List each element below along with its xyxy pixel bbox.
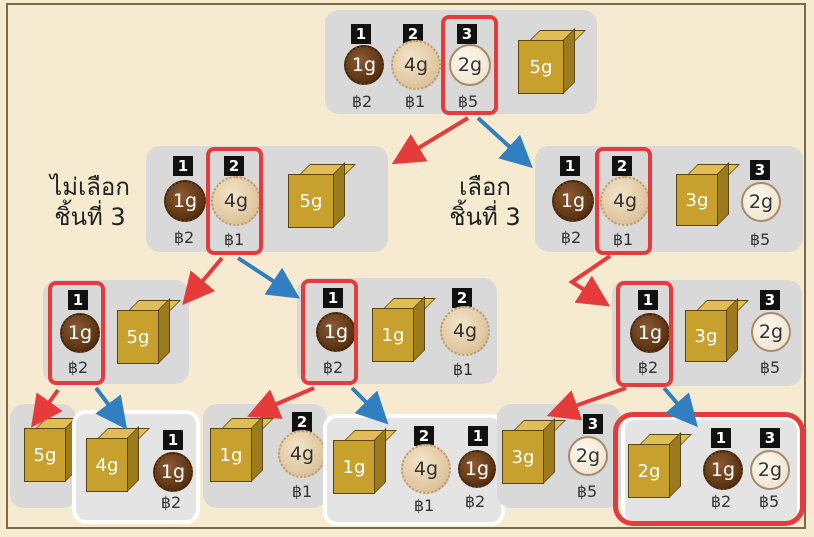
leaf-e-num: 3 bbox=[583, 414, 603, 434]
l1r-price: ฿5 bbox=[749, 230, 771, 249]
leaf-c-num: 2 bbox=[292, 412, 312, 432]
arrow-blue bbox=[662, 386, 698, 428]
l2b-coin-1: 1g bbox=[316, 312, 356, 352]
l2a-coin: 1g bbox=[60, 313, 100, 353]
l2b-coin-2: 4g bbox=[440, 306, 490, 356]
l1l-price: ฿2 bbox=[173, 228, 195, 247]
optimal-leaf-selection bbox=[613, 412, 805, 526]
l2b-num: 1 bbox=[323, 288, 343, 308]
l2b-selection bbox=[301, 279, 358, 385]
l1l-num: 1 bbox=[173, 156, 193, 176]
root-price: ฿5 bbox=[457, 92, 479, 111]
leaf-f-coin-1: 1g bbox=[703, 450, 743, 490]
arrow-red bbox=[391, 116, 470, 165]
l1l-selection bbox=[206, 147, 263, 255]
arrow-blue bbox=[236, 256, 301, 299]
leaf-d-coin-2: 4g bbox=[401, 444, 451, 494]
select-label: เลือก ชิ้นที่ 3 bbox=[449, 173, 521, 231]
root-coin-1: 1g bbox=[344, 45, 384, 85]
l1r-selection bbox=[595, 147, 652, 255]
arrow-red bbox=[31, 388, 63, 428]
leaf-c-price: ฿1 bbox=[291, 482, 313, 501]
l2b-num: 2 bbox=[452, 288, 472, 308]
leaf-b-coin: 1g bbox=[153, 452, 193, 492]
root-item-num: 3 bbox=[457, 24, 477, 44]
l1r-coin-1: 1g bbox=[552, 180, 594, 222]
leaf-d-num: 2 bbox=[414, 426, 434, 446]
l2b-price: ฿2 bbox=[322, 358, 344, 377]
l1r-num: 2 bbox=[612, 156, 632, 176]
l2c-coin-2: 2g bbox=[751, 312, 791, 352]
root-item-num: 2 bbox=[403, 24, 423, 44]
leaf-f-coin-3: 2g bbox=[750, 450, 790, 490]
l2a-price: ฿2 bbox=[67, 358, 89, 377]
l2a-selection bbox=[48, 281, 105, 385]
arrow-blue bbox=[476, 116, 533, 169]
leaf-f-price: ฿2 bbox=[710, 492, 732, 511]
root-selection bbox=[441, 15, 498, 115]
arrow-red bbox=[568, 254, 612, 307]
l1r-price: ฿2 bbox=[560, 228, 582, 247]
root-coin-3: 2g bbox=[449, 44, 491, 86]
l2a-num: 1 bbox=[68, 290, 88, 310]
leaf-d-num: 1 bbox=[468, 426, 488, 446]
root-coin-2: 4g bbox=[391, 40, 441, 90]
leaf-b-num: 1 bbox=[163, 430, 183, 450]
root-price: ฿2 bbox=[351, 92, 373, 111]
l1l-num: 2 bbox=[224, 156, 244, 176]
l1l-price: ฿1 bbox=[223, 230, 245, 249]
leaf-f-price: ฿5 bbox=[758, 492, 780, 511]
leaf-d-price: ฿2 bbox=[464, 492, 486, 511]
l1r-num: 1 bbox=[560, 156, 580, 176]
frame-border bbox=[6, 3, 806, 529]
arrow-blue bbox=[350, 386, 389, 425]
leaf-b-price: ฿2 bbox=[160, 493, 182, 512]
l2c-price: ฿2 bbox=[637, 358, 659, 377]
leaf-f-num: 3 bbox=[760, 428, 780, 448]
leaf-e-coin: 2g bbox=[568, 436, 608, 476]
l2b-price: ฿1 bbox=[452, 360, 474, 379]
root-item-num: 1 bbox=[351, 24, 371, 44]
l2c-price: ฿5 bbox=[759, 358, 781, 377]
arrow-red bbox=[246, 386, 315, 419]
l1r-coin-3: 2g bbox=[741, 182, 781, 222]
leaf-d-coin-1: 1g bbox=[458, 450, 496, 488]
arrow-red bbox=[546, 386, 627, 421]
l2c-num: 3 bbox=[760, 290, 780, 310]
leaf-f-num: 1 bbox=[711, 428, 731, 448]
leaf-e-price: ฿5 bbox=[576, 482, 598, 501]
l2c-num: 1 bbox=[638, 290, 658, 310]
arrow-red bbox=[182, 256, 224, 306]
l2c-selection bbox=[616, 281, 673, 387]
leaf-d-price: ฿1 bbox=[413, 496, 435, 515]
l1r-price: ฿1 bbox=[612, 230, 634, 249]
root-price: ฿1 bbox=[404, 92, 426, 111]
arrow-blue bbox=[94, 386, 128, 430]
l1r-num: 3 bbox=[750, 160, 770, 180]
l1l-coin-1: 1g bbox=[164, 180, 206, 222]
not-select-label: ไม่เลือก ชิ้นที่ 3 bbox=[50, 173, 130, 231]
